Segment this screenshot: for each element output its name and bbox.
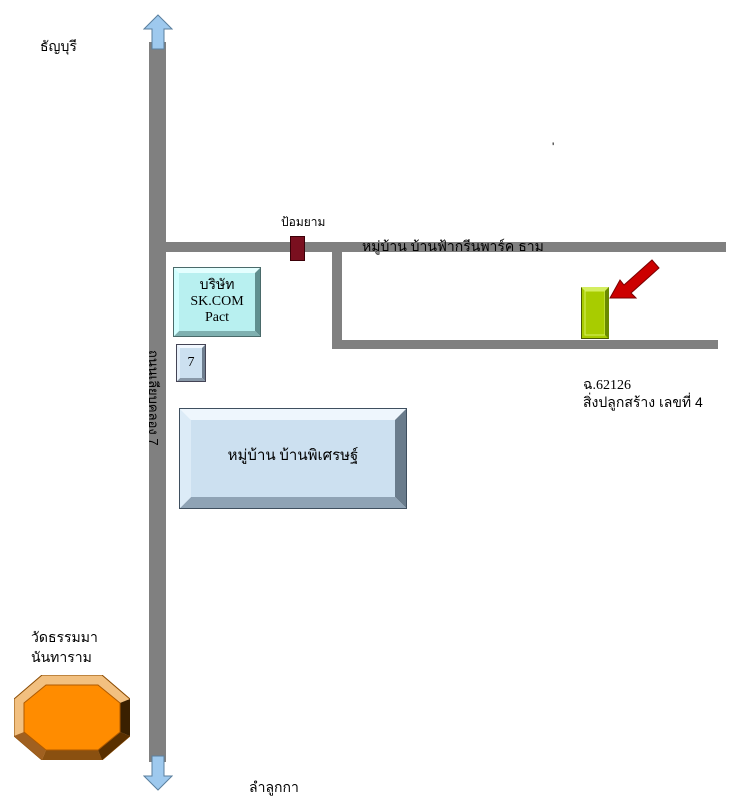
- village-name: หมู่บ้าน บ้านพิเศรษฐ์: [227, 448, 359, 464]
- target-code: ฉ.62126: [583, 378, 632, 393]
- branch-road-horizontal: [332, 340, 718, 349]
- temple-label-line-1: วัดธรรมมา: [31, 629, 98, 645]
- branch-road-vertical: [332, 252, 342, 348]
- village-road: [166, 242, 726, 252]
- temple-label-line-2: นันทาราม: [31, 649, 92, 665]
- target-pointer-arrow-icon: [609, 259, 660, 299]
- company-name: บริษัท SK.COM Pact: [179, 273, 255, 331]
- main-road-label: ถนนเลียบคลอง 7: [146, 350, 161, 446]
- seven-store-label: 7: [187, 355, 195, 370]
- village-building: [179, 408, 407, 509]
- top-left-place: ธัญบุรี: [40, 38, 77, 54]
- company-line-1: บริษัท: [199, 278, 235, 293]
- road-arrow-up-icon: [143, 14, 173, 50]
- seven-store-building: [176, 344, 206, 382]
- target-building: [581, 287, 609, 339]
- road-arrow-down-icon: [143, 755, 173, 791]
- police-box-marker: [290, 236, 305, 261]
- village-road-label: หมู่บ้าน บ้านฟ้ากรีนพาร์ค ธาม: [362, 238, 544, 254]
- main-road: [149, 42, 166, 762]
- police-box-label: ป้อมยาม: [281, 215, 326, 229]
- target-description: สิ่งปลูกสร้าง เลขที่ 4: [583, 394, 703, 410]
- company-building: [173, 267, 261, 337]
- bottom-place: ลำลูกกา: [249, 779, 299, 795]
- stray-mark: ': [552, 140, 555, 154]
- temple-marker: [14, 675, 130, 760]
- company-line-2: SK.COM: [190, 294, 244, 309]
- company-line-3: Pact: [204, 310, 230, 325]
